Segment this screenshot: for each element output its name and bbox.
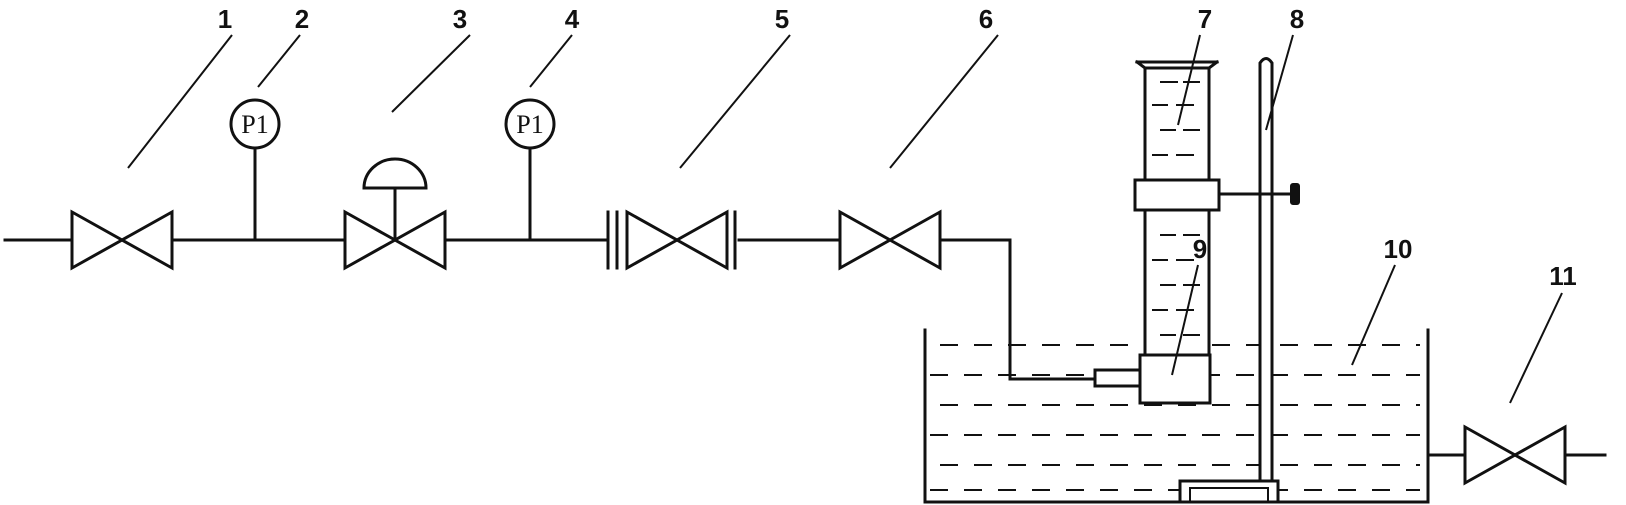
callout-7: 7 [1198,4,1212,34]
main-pipeline [3,238,1097,381]
diffuser-block [1093,353,1212,405]
callout-6: 6 [979,4,993,34]
callout-9: 9 [1193,234,1207,264]
callout-3: 3 [453,4,467,34]
graduated-cylinder [1133,59,1221,360]
inlet-valve [70,209,174,271]
gauge-right-label: P1 [516,110,543,139]
gas-valve [838,209,942,271]
callout-11: 11 [1549,261,1577,291]
pressure-gauge-right: P1 [504,98,556,242]
support-stand [1178,57,1300,504]
drain-valve [1426,424,1607,486]
pressure-gauge-left: P1 [229,98,281,242]
callout-2: 2 [295,4,309,34]
callout-1: 1 [218,4,232,34]
gauge-left-label: P1 [241,110,268,139]
callout-4: 4 [565,4,580,34]
leader-lines [127,34,1563,404]
callout-5: 5 [775,4,789,34]
callout-numbers: 1 2 3 4 5 6 7 8 9 10 11 [218,4,1577,291]
control-valve [343,157,447,271]
flanged-valve [606,209,737,271]
callout-8: 8 [1290,4,1304,34]
callout-10: 10 [1384,234,1413,264]
